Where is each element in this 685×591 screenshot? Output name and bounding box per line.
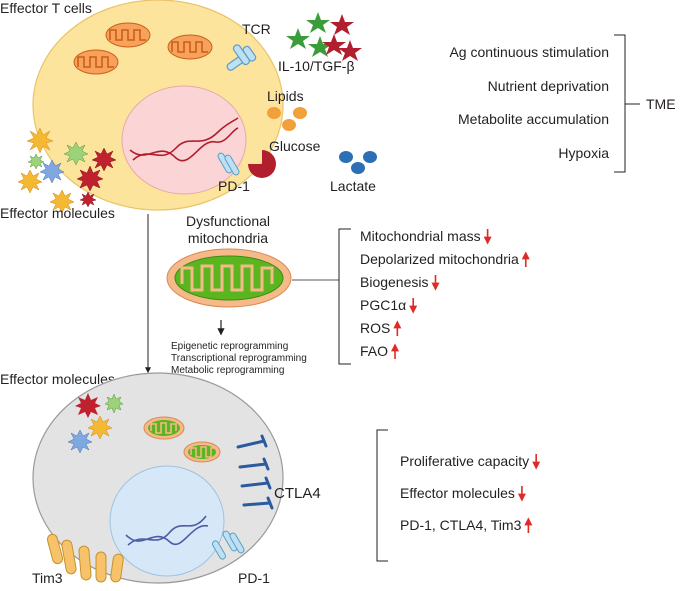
effector-molecules-label-bottom: Effector molecules <box>0 371 115 387</box>
effector-molecules-label-top: Effector molecules <box>0 205 115 221</box>
tim3-label: Tim3 <box>32 570 63 586</box>
tcr-receptor-icon <box>226 44 257 71</box>
mitochondrion-icon <box>143 416 185 440</box>
tme-item: Metabolite accumulation <box>458 111 609 127</box>
effector-t-cells-title: Effector T cells <box>0 0 92 16</box>
pd1-label-bottom: PD-1 <box>238 570 270 586</box>
tme-item: Nutrient deprivation <box>488 78 609 94</box>
pd1-receptor-icon <box>217 152 240 176</box>
tim3-receptor-icon <box>46 533 124 583</box>
dysfunctional-label: Dysfunctional <box>186 213 270 229</box>
effector-molecules-cluster <box>17 127 117 214</box>
pd1-receptor-icon <box>212 530 245 560</box>
tme-label: TME <box>646 96 676 112</box>
reprogramming-item: Epigenetic reprogramming <box>171 341 288 352</box>
lipid-droplets <box>267 107 307 131</box>
ctla4-receptor-icon <box>236 434 274 510</box>
dna-icon <box>125 515 209 546</box>
exhausted-t-cell-bottom <box>32 372 284 584</box>
change-label: PGC1α <box>360 297 406 313</box>
tme-list: Ag continuous stimulation Nutrient depri… <box>449 34 676 173</box>
mitochondrion-icon <box>167 34 213 60</box>
change-label: Mitochondrial mass <box>360 228 481 244</box>
ctla4-label: CTLA4 <box>274 485 321 502</box>
mitochondrion-icon <box>183 441 221 463</box>
change-label: Depolarized mitochondria <box>360 251 519 267</box>
change-label: Effector molecules <box>400 485 515 501</box>
effector-molecules-cluster <box>67 393 124 454</box>
dysfunctional-mitochondrion-icon <box>166 248 292 308</box>
change-label: FAO <box>360 343 388 359</box>
change-label: Biogenesis <box>360 274 429 290</box>
pd1-label-top: PD-1 <box>218 178 250 194</box>
effector-t-cell-top <box>17 0 284 214</box>
dna-icon <box>129 117 239 162</box>
nucleus-top <box>121 85 247 195</box>
change-label: Proliferative capacity <box>400 453 529 469</box>
reprogramming-item: Metabolic reprogramming <box>171 365 284 376</box>
cytokine-label: IL-10/TGF-β <box>278 58 355 74</box>
tme-item: Hypoxia <box>558 145 609 161</box>
glucose-label: Glucose <box>269 138 321 154</box>
cytokine-stars <box>286 12 362 61</box>
lactate-icon <box>339 151 377 174</box>
outcomes-bracket <box>376 429 388 562</box>
glucose-icon <box>248 150 276 178</box>
mitochondrion-icon <box>105 22 151 48</box>
reprogramming-item: Transcriptional reprogramming <box>171 353 307 364</box>
lipids-label: Lipids <box>267 88 304 104</box>
nucleus-bottom <box>109 465 225 577</box>
lactate-label: Lactate <box>330 178 376 194</box>
tcr-label: TCR <box>242 21 271 37</box>
change-label: PD-1, CTLA4, Tim3 <box>400 517 522 533</box>
mitochondrion-icon <box>73 49 119 75</box>
tme-bracket <box>614 34 640 173</box>
changes-bracket <box>338 228 351 365</box>
mitochondria-label: mitochondria <box>188 230 268 246</box>
tme-item: Ag continuous stimulation <box>449 44 609 60</box>
change-label: ROS <box>360 320 390 336</box>
